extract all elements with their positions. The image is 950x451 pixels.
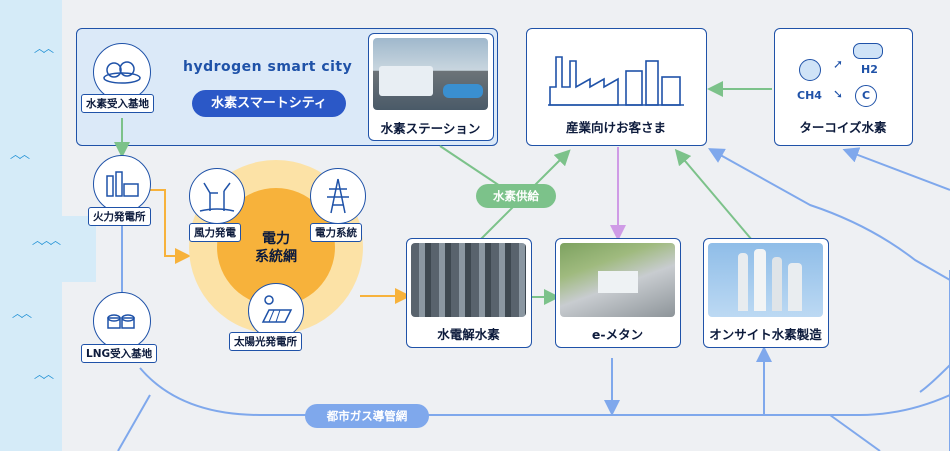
wave-icon: ︿︿ (10, 148, 30, 161)
wave-icon: ︿︿ (12, 307, 32, 320)
grid-line-label: 電力系統 (310, 223, 362, 242)
turquoise-card: CH4 ➚ ➘ H2 C ターコイズ水素 (774, 28, 913, 146)
hydrogen-station-card: 水素ステーション (368, 33, 494, 141)
hydrogen-tank-icon (93, 43, 151, 101)
emethane-label: e-メタン (591, 327, 644, 342)
car-shape (443, 84, 483, 98)
carbon-atom-icon: C (855, 85, 877, 107)
transmission-tower-icon (310, 168, 366, 224)
electrolysis-card: 水電解水素 (406, 238, 532, 348)
wave-icon: ︿︿ (34, 42, 54, 55)
tank-shape (738, 253, 748, 311)
industrial-complex-icon (548, 56, 684, 106)
onsite-label: オンサイト水素製造 (709, 327, 822, 342)
factory-icon (93, 155, 151, 213)
electrolysis-photo (411, 243, 526, 317)
wave-icon: ︿︿ (34, 368, 54, 381)
turquoise-label: ターコイズ水素 (799, 120, 887, 135)
hydrogen-terminal-label: 水素受入基地 (81, 94, 154, 113)
sea-area (0, 0, 62, 451)
onsite-card: オンサイト水素製造 (703, 238, 829, 348)
tank-shape (754, 249, 766, 311)
plant-roof-shape (598, 271, 638, 293)
electrolysis-label: 水電解水素 (437, 327, 500, 342)
tank-shape (772, 257, 782, 311)
bus-shape (379, 66, 433, 96)
hydrogen-supply-pill: 水素供給 (476, 184, 556, 208)
city-subtitle: 水素スマートシティ (192, 90, 346, 117)
emethane-card: e-メタン (555, 238, 681, 348)
thermal-plant-label: 火力発電所 (88, 207, 151, 226)
wave-icon: ︿︿︿ (32, 234, 61, 247)
onsite-photo (708, 243, 823, 317)
tank-shape (788, 263, 802, 311)
hydrogen-station-label: 水素ステーション (380, 121, 481, 136)
city-title: hydrogen smart city (183, 59, 353, 75)
hydrogen-formula: H2 (861, 63, 878, 76)
sea-inlet (62, 216, 96, 282)
methane-molecule-icon (799, 59, 821, 81)
industry-label: 産業向けお客さま (565, 120, 666, 135)
lng-tank-icon (93, 292, 151, 350)
power-grid-label: 電力 系統網 (255, 231, 297, 266)
wind-turbine-icon (189, 168, 245, 224)
lng-terminal-label: LNG受入基地 (81, 344, 158, 363)
solar-panel-icon (248, 283, 304, 339)
gas-network-pill: 都市ガス導管網 (305, 404, 429, 428)
solar-label: 太陽光発電所 (229, 332, 302, 351)
emethane-photo (560, 243, 675, 317)
hydrogen-station-photo (373, 38, 488, 110)
arrow-up-icon: ➚ (833, 57, 844, 71)
arrow-down-icon: ➘ (833, 87, 844, 101)
hydrogen-molecule-icon (853, 43, 883, 59)
methane-formula: CH4 (797, 89, 822, 102)
wind-label: 風力発電 (189, 223, 241, 242)
industry-card: 産業向けお客さま (526, 28, 707, 146)
